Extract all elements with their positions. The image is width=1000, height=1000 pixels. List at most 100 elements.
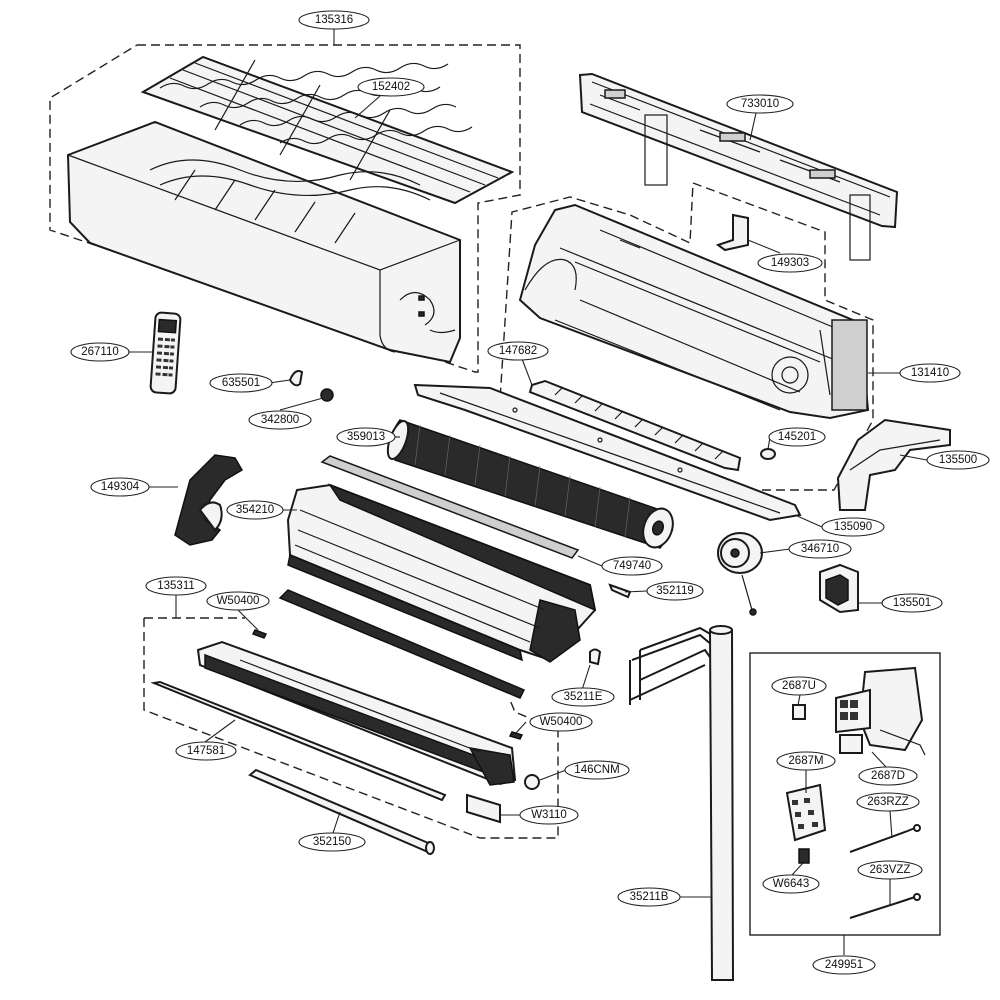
label-2687U: 2687U: [771, 676, 827, 696]
label-352150-text: 352150: [313, 836, 351, 848]
label-w50400-upper: W50400: [206, 591, 270, 611]
label-342800: 342800: [248, 410, 312, 430]
label-2687U-text: 2687U: [782, 680, 816, 692]
strip-147581-part: [150, 680, 447, 802]
label-135090-text: 135090: [834, 521, 872, 533]
label-135500-text: 135500: [939, 454, 977, 466]
label-263RZZ: 263RZZ: [856, 792, 920, 812]
label-249951-text: 249951: [825, 959, 863, 971]
label-135090: 135090: [821, 517, 885, 537]
label-35211E: 35211E: [551, 687, 615, 707]
label-346710-text: 346710: [801, 543, 839, 555]
label-147682: 147682: [487, 341, 549, 361]
plate-W3110-part: [466, 793, 501, 824]
strip-749740-part: [320, 455, 580, 559]
pcb-assembly-2687D-part: [835, 666, 926, 756]
label-W3110-text: W3110: [531, 809, 567, 821]
drain-hose-352150-part: [248, 768, 435, 855]
label-359013-text: 359013: [347, 431, 385, 443]
label-249951: 249951: [812, 955, 876, 975]
label-733010-text: 733010: [741, 98, 779, 110]
part-145201: [760, 448, 776, 460]
cross-flow-fan-part: [386, 419, 674, 549]
side-part-135501: [819, 563, 859, 614]
piping-assembly-part: [629, 626, 713, 705]
label-145201-text: 145201: [778, 431, 816, 443]
knob-342800-part: [320, 388, 334, 402]
label-352119-text: 352119: [656, 585, 694, 597]
group-boundary-drain-pan: [143, 618, 559, 839]
chassis-part: [518, 203, 870, 420]
cap-146CNM-part: [524, 774, 540, 790]
label-2687D-text: 2687D: [871, 770, 905, 782]
label-131410-text: 131410: [911, 367, 949, 379]
label-352150: 352150: [298, 832, 366, 852]
label-135316-text: 135316: [315, 14, 353, 26]
label-131410: 131410: [899, 363, 961, 383]
label-354210-text: 354210: [236, 504, 274, 516]
label-147682-text: 147682: [499, 345, 537, 357]
label-152402: 152402: [357, 77, 425, 97]
label-149304-text: 149304: [101, 481, 140, 493]
louver-147682-part: [528, 379, 742, 472]
bracket-149303-part: [715, 213, 749, 252]
label-749740-text: 749740: [613, 560, 651, 572]
label-354210: 354210: [226, 500, 284, 520]
leader-lines: [127, 29, 928, 955]
label-35211B: 35211B: [617, 887, 681, 907]
label-w50400-lower-text: W50400: [540, 716, 583, 728]
label-147581-text: 147581: [187, 745, 225, 757]
label-352119: 352119: [646, 581, 704, 601]
side-cover-135500-part: [836, 418, 951, 511]
front-grille-part: [140, 55, 515, 205]
label-35211B-text: 35211B: [630, 891, 669, 903]
label-149303: 149303: [757, 253, 823, 273]
label-149303-text: 149303: [771, 257, 809, 269]
label-267110: 267110: [70, 342, 130, 362]
screw-w50400-upper-part: [251, 629, 268, 639]
label-733010: 733010: [726, 94, 794, 114]
label-267110-text: 267110: [81, 346, 119, 358]
label-147581: 147581: [175, 741, 237, 761]
label-135501: 135501: [881, 593, 943, 613]
label-2687D: 2687D: [858, 766, 918, 786]
label-146CNM-text: 146CNM: [574, 764, 619, 776]
clip-352119-part: [608, 583, 632, 599]
bottom-strip-part: [278, 589, 526, 699]
label-w50400-upper-text: W50400: [217, 595, 260, 607]
label-152402-text: 152402: [372, 81, 410, 93]
label-749740: 749740: [601, 556, 663, 576]
label-342800-text: 342800: [261, 414, 299, 426]
group-boundary-control-box: [749, 652, 941, 936]
label-2687M-text: 2687M: [788, 755, 823, 767]
label-W6643: W6643: [762, 874, 820, 894]
label-145201: 145201: [768, 427, 826, 447]
base-135090-part: [413, 383, 802, 522]
label-135501-text: 135501: [893, 597, 931, 609]
tube-35211B-part: [708, 625, 735, 981]
drain-frame-135311-part: [196, 640, 517, 786]
label-135311: 135311: [145, 576, 207, 596]
label-346710: 346710: [788, 539, 852, 559]
label-263VZZ-text: 263VZZ: [870, 864, 911, 876]
front-cover-part: [66, 120, 461, 364]
evaporator-354210-part: [286, 483, 597, 663]
label-635501: 635501: [209, 373, 273, 393]
pcb-2687M-part: [785, 783, 827, 842]
clip-35211E-part: [589, 648, 602, 666]
sensor-263RZZ-part: [849, 824, 921, 853]
label-135500: 135500: [926, 450, 990, 470]
label-635501-text: 635501: [222, 377, 260, 389]
installation-plate-part: [578, 72, 899, 261]
clip-635501-part: [288, 370, 304, 387]
label-W6643-text: W6643: [773, 878, 809, 890]
holder-149304-part: [174, 454, 244, 546]
label-263RZZ-text: 263RZZ: [867, 796, 909, 808]
fan-motor-346710-part: [717, 532, 763, 616]
label-135311-text: 135311: [157, 580, 195, 592]
label-w50400-lower: W50400: [529, 712, 593, 732]
screw-w50400-lower-part: [508, 731, 524, 740]
label-2687M: 2687M: [776, 751, 836, 771]
label-135316: 135316: [298, 10, 370, 30]
